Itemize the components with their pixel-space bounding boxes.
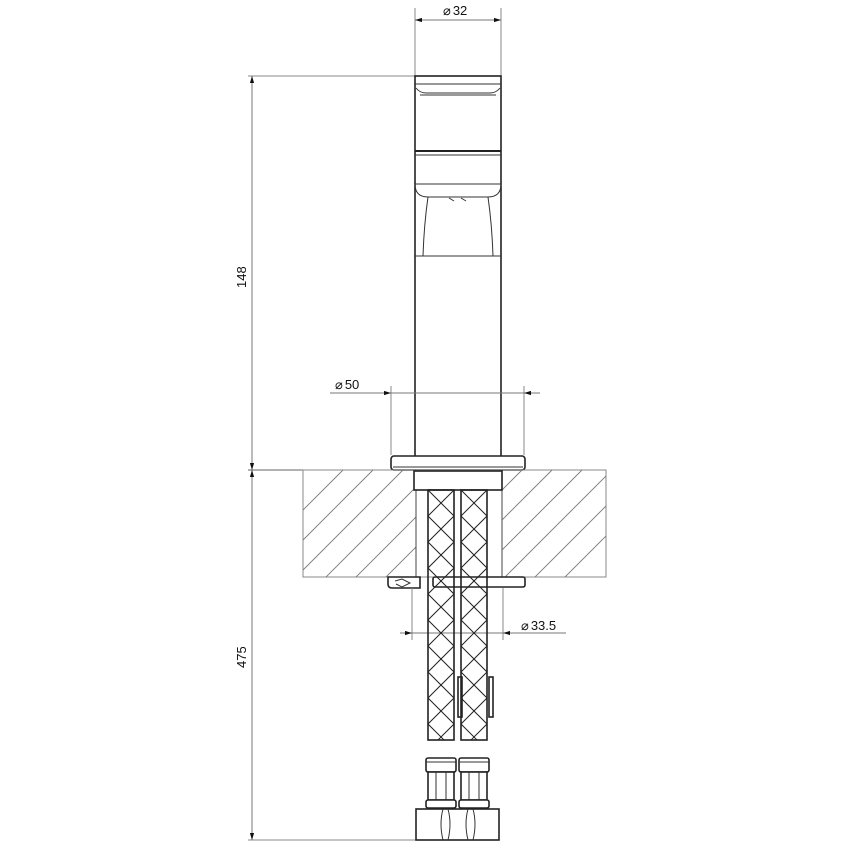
spout-body	[414, 75, 502, 461]
thread-diameter-dimension: ⌀33.5	[400, 588, 566, 640]
flexible-hoses	[427, 489, 494, 741]
left-hatch	[303, 470, 416, 577]
spout-diameter-dimension: ⌀32	[414, 3, 502, 78]
right-hatch	[502, 470, 606, 577]
height-dimension: 148	[234, 75, 415, 471]
hose-left	[427, 489, 455, 741]
hose-length-dimension: 475	[234, 470, 420, 841]
fixing-plate	[387, 576, 526, 589]
thread-diameter-label: ⌀33.5	[521, 618, 556, 633]
hose-right	[460, 489, 488, 741]
base-diameter-label: ⌀50	[335, 377, 359, 392]
hose-connectors	[415, 757, 500, 841]
spout-diameter-label: ⌀32	[443, 3, 467, 18]
countertop-section	[248, 469, 607, 578]
base-diameter-dimension: ⌀50	[330, 377, 540, 455]
base-flange	[390, 455, 526, 471]
height-label: 148	[234, 266, 249, 288]
hose-length-label: 475	[234, 646, 249, 668]
